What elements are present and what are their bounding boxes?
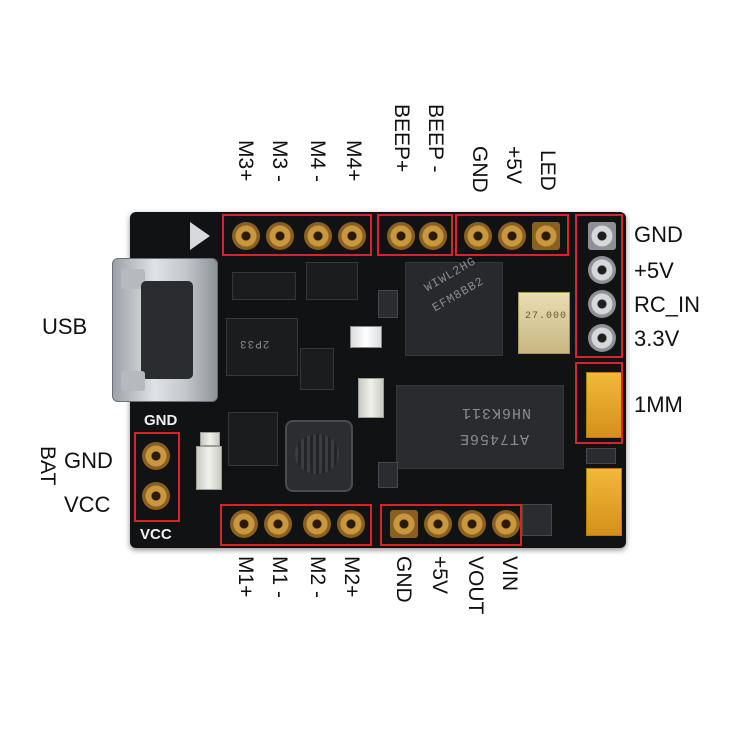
transistor bbox=[306, 262, 358, 300]
small-chip bbox=[232, 272, 296, 300]
label-vout: VOUT bbox=[464, 556, 487, 615]
label-m4-plus: M4+ bbox=[342, 140, 365, 182]
label-3v3: 3.3V bbox=[634, 326, 680, 351]
pad-m2-minus bbox=[303, 510, 331, 538]
label-beep-minus: BEEP - bbox=[424, 104, 447, 173]
label-m3-minus: M3 - bbox=[268, 140, 291, 182]
label-bat: BAT bbox=[36, 446, 59, 486]
capacitor-2 bbox=[358, 378, 384, 418]
pad-beep-plus bbox=[387, 222, 415, 250]
label-vin: VIN bbox=[498, 556, 521, 592]
label-m1-plus: M1+ bbox=[234, 556, 257, 598]
label-beep-plus: BEEP+ bbox=[390, 104, 413, 173]
label-gnd-bottom: GND bbox=[392, 556, 415, 603]
label-m1-minus: M1 - bbox=[268, 556, 291, 598]
label-m4-minus: M4 - bbox=[306, 140, 329, 182]
highlight-1mm-cap bbox=[575, 362, 623, 444]
pad-gnd-bottom bbox=[390, 510, 418, 538]
label-5v-top: +5V bbox=[502, 146, 525, 184]
label-rc-in: RC_IN bbox=[634, 292, 701, 317]
pad-beep-minus bbox=[419, 222, 447, 250]
pad-m1-plus bbox=[230, 510, 258, 538]
silkscreen-vcc: VCC bbox=[140, 526, 172, 543]
label-bat-vcc: VCC bbox=[64, 492, 111, 517]
orientation-arrow-icon bbox=[190, 222, 210, 250]
label-gnd-top: GND bbox=[468, 146, 491, 193]
label-usb: USB bbox=[42, 314, 88, 339]
pad-led bbox=[532, 222, 560, 250]
inductor bbox=[285, 420, 353, 492]
label-5v-bottom: +5V bbox=[428, 556, 451, 594]
pad-vin bbox=[492, 510, 520, 538]
highlight-led-power bbox=[455, 214, 569, 256]
pad-m2-plus bbox=[337, 510, 365, 538]
capacitor-3 bbox=[200, 432, 220, 446]
mcu-chip: WIWL2HG EFM8BB2 bbox=[405, 254, 503, 356]
pad-gnd-right bbox=[588, 222, 616, 250]
pad-5v-top bbox=[498, 222, 526, 250]
mosfet-chip bbox=[228, 412, 278, 466]
pad-rc-in bbox=[588, 290, 616, 318]
capacitor-1 bbox=[196, 446, 222, 490]
pad-m1-minus bbox=[264, 510, 292, 538]
label-led: LED bbox=[536, 150, 559, 191]
resistor-1 bbox=[378, 290, 398, 318]
tantalum-capacitor-1 bbox=[586, 372, 622, 438]
diode bbox=[300, 348, 334, 390]
tantalum-capacitor-2 bbox=[586, 468, 622, 536]
label-m2-plus: M2+ bbox=[340, 556, 363, 598]
highlight-beep bbox=[377, 214, 453, 256]
pad-bat-vcc bbox=[142, 482, 170, 510]
label-5v-right: +5V bbox=[634, 258, 674, 283]
pad-m3-minus bbox=[266, 222, 294, 250]
resistor-3 bbox=[522, 504, 552, 536]
micro-usb-connector bbox=[112, 258, 218, 402]
pad-bat-gnd bbox=[142, 442, 170, 470]
highlight-motor-bottom bbox=[220, 504, 372, 546]
regulator-chip: 2P33 bbox=[226, 318, 298, 376]
silkscreen-gnd: GND bbox=[144, 412, 178, 429]
label-1mm: 1MM bbox=[634, 392, 683, 417]
highlight-rc-header bbox=[575, 214, 623, 358]
label-m3-plus: M3+ bbox=[234, 140, 257, 182]
label-m2-minus: M2 - bbox=[306, 556, 329, 598]
highlight-battery bbox=[134, 432, 180, 522]
pad-gnd-top bbox=[464, 222, 492, 250]
pad-5v-right bbox=[588, 256, 616, 284]
highlight-power-bottom bbox=[380, 504, 522, 546]
resistor-2 bbox=[378, 462, 398, 488]
pad-vout bbox=[458, 510, 486, 538]
label-bat-gnd: GND bbox=[64, 448, 113, 473]
resistor-4 bbox=[586, 448, 616, 464]
pad-m3-plus bbox=[232, 222, 260, 250]
pad-m4-plus bbox=[338, 222, 366, 250]
pad-m4-minus bbox=[304, 222, 332, 250]
osd-chip: NH6K311 AT7456E bbox=[396, 385, 564, 469]
pad-5v-bottom bbox=[424, 510, 452, 538]
crystal-oscillator: 27.000 bbox=[518, 292, 570, 354]
label-gnd-right: GND bbox=[634, 222, 683, 247]
pad-3v3 bbox=[588, 324, 616, 352]
highlight-motor-top bbox=[222, 214, 372, 256]
status-led bbox=[350, 326, 382, 348]
